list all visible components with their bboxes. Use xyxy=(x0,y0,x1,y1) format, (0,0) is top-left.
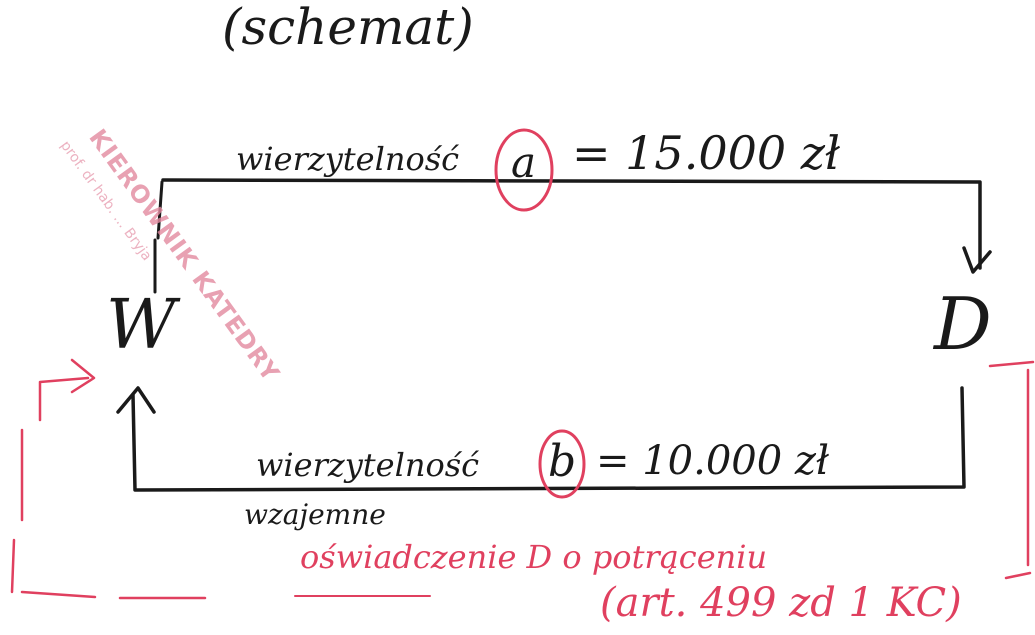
bottom-edge-line xyxy=(131,386,966,492)
left-connector-line xyxy=(156,180,164,240)
annotation-line-2: (art. 499 zd 1 KC) xyxy=(600,580,962,626)
letter-b-circle xyxy=(538,429,586,499)
bottom-edge-sublabel: wzajemne xyxy=(244,498,386,531)
top-edge-letter: a xyxy=(511,138,537,187)
red-loop-arrowhead xyxy=(70,358,96,394)
bottom-edge-arrowhead xyxy=(116,386,156,414)
top-edge-line xyxy=(161,178,982,270)
top-edge-amount: = 15.000 zł xyxy=(572,126,840,180)
diagram-title: (schemat) xyxy=(222,0,474,56)
node-d: D xyxy=(934,282,992,366)
top-edge-prefix: wierzytelność xyxy=(236,140,460,178)
letter-a-circle xyxy=(494,128,554,212)
top-edge-arrowhead xyxy=(962,246,992,274)
annotation-line-1: oświadczenie D o potrąceniu xyxy=(300,538,768,576)
node-w: W xyxy=(106,286,176,365)
red-loop-line xyxy=(10,360,1035,600)
bottom-edge-amount: = 10.000 zł xyxy=(596,438,829,484)
bottom-edge-prefix: wierzytelność xyxy=(256,446,480,484)
bottom-edge-letter: b xyxy=(548,436,577,487)
